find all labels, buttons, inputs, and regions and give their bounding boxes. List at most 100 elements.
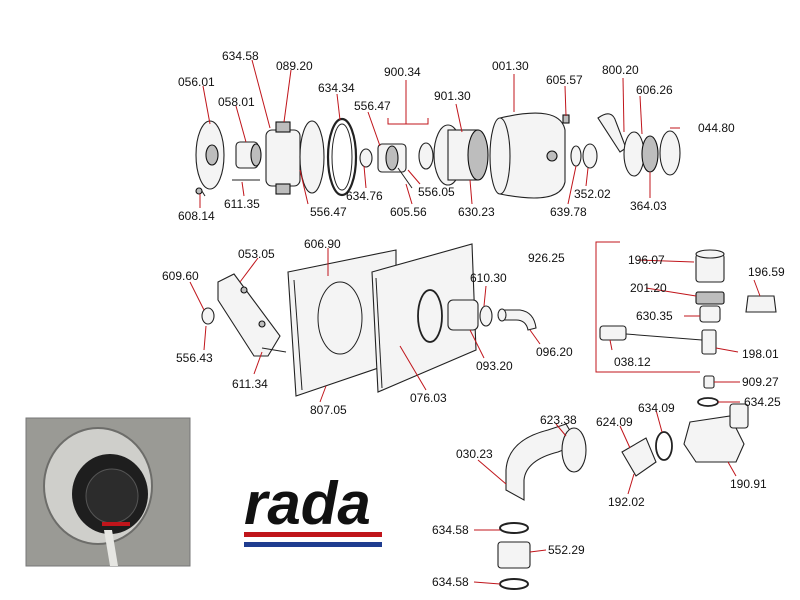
part-label: 611.35 <box>224 197 260 211</box>
brand-logo: rada <box>244 470 382 547</box>
part-label: 076.03 <box>410 391 447 405</box>
shroud-rim <box>489 117 511 195</box>
thrust-ring-part <box>570 145 582 167</box>
part-label: 201.20 <box>630 281 667 295</box>
coupling-part <box>497 541 531 569</box>
middle-assembly <box>201 243 537 397</box>
photo-outlet <box>104 530 118 566</box>
lever-part <box>597 113 627 153</box>
part-label: 611.34 <box>232 377 268 391</box>
part-label: 030.23 <box>456 447 493 461</box>
front-frame-edge <box>375 277 383 389</box>
part-label: 001.30 <box>492 59 529 73</box>
part-label: 093.20 <box>476 359 513 373</box>
logo-text: rada <box>244 470 371 537</box>
cross-body-bottom <box>275 183 291 195</box>
nut-part <box>201 307 215 325</box>
grub-screw-part <box>562 114 570 124</box>
ring-part <box>418 142 434 170</box>
bracket-hole-a <box>240 286 248 294</box>
part-label: 634.34 <box>318 81 355 95</box>
part-label: 058.01 <box>218 95 255 109</box>
part-label: 556.47 <box>310 205 347 219</box>
clip-part <box>397 167 413 189</box>
top-assembly <box>195 112 681 199</box>
part-label: 630.23 <box>458 205 495 219</box>
logo-stripe-red <box>244 532 382 537</box>
valve-spindle-part <box>701 329 717 355</box>
part-label: 192.02 <box>608 495 645 509</box>
shroud-hole <box>546 150 558 162</box>
oring-small-part <box>697 397 719 407</box>
part-label: 926.25 <box>528 251 565 265</box>
part-label: 901.30 <box>434 89 471 103</box>
seal-ring-part <box>417 289 443 343</box>
retaining-ring-part <box>582 143 598 169</box>
part-label: 634.58 <box>432 575 469 589</box>
part-label: 089.20 <box>276 59 313 73</box>
part-label: 608.14 <box>178 209 215 223</box>
insert-part <box>699 305 721 323</box>
sensor-lead <box>625 333 703 341</box>
part-label: 624.09 <box>596 415 633 429</box>
part-label: 352.02 <box>574 187 611 201</box>
photo-badge <box>102 522 130 526</box>
lower-assembly <box>497 403 749 590</box>
part-label: 198.01 <box>742 347 779 361</box>
part-label: 190.91 <box>730 477 767 491</box>
part-label: 556.43 <box>176 351 213 365</box>
end-cap-part <box>745 295 777 313</box>
part-label: 038.12 <box>614 355 651 369</box>
connector-part <box>621 437 657 477</box>
part-label: 605.56 <box>390 205 427 219</box>
part-label: 639.78 <box>550 205 587 219</box>
frame-opening <box>317 281 363 355</box>
part-label: 556.47 <box>354 99 391 113</box>
part-label: 196.59 <box>748 265 785 279</box>
bolt-part <box>261 347 287 353</box>
sensor-part <box>599 325 627 341</box>
part-labels: 056.01 634.58 089.20 058.01 634.34 900.3… <box>162 49 785 589</box>
oring-mid-part <box>655 431 673 461</box>
oring-large-part <box>326 117 358 197</box>
cap-part <box>659 130 681 176</box>
front-frame-part <box>371 243 477 393</box>
frame-edge <box>293 279 303 391</box>
part-label: 634.09 <box>638 401 675 415</box>
spindle-core <box>385 145 399 171</box>
leader-lines <box>189 59 761 585</box>
part-label: 364.03 <box>630 199 667 213</box>
union-nut-part <box>695 291 725 305</box>
part-label: 053.05 <box>238 247 275 261</box>
part-label: 634.76 <box>346 189 383 203</box>
small-ring-part <box>479 305 493 327</box>
bracket-hole-b <box>258 320 266 328</box>
part-label: 807.05 <box>310 403 347 417</box>
part-label: 196.07 <box>628 253 665 267</box>
part-label: 610.30 <box>470 271 507 285</box>
part-label: 552.29 <box>548 543 585 557</box>
cross-body-top <box>275 121 291 133</box>
elbow-end <box>497 308 507 322</box>
part-label: 096.20 <box>536 345 573 359</box>
bracket-part <box>217 273 281 357</box>
logo-stripe-blue <box>244 542 382 547</box>
part-label: 630.35 <box>636 309 673 323</box>
elbow-part <box>499 309 537 331</box>
part-label: 900.34 <box>384 65 421 79</box>
hub-part <box>623 131 645 177</box>
part-label: 556.05 <box>418 185 455 199</box>
cross-body-part <box>265 129 301 187</box>
cylinder-top <box>695 249 725 259</box>
valve-body-stem <box>729 403 749 429</box>
part-label: 634.58 <box>222 49 259 63</box>
cartridge-end <box>467 129 489 181</box>
oring-large-inner <box>331 123 353 191</box>
sleeve-adapter-part <box>447 299 479 331</box>
part-label: 606.26 <box>636 83 673 97</box>
pipe-socket-part <box>561 427 587 473</box>
screw-head <box>195 187 203 195</box>
part-label: 634.58 <box>432 523 469 537</box>
part-label: 606.90 <box>304 237 341 251</box>
